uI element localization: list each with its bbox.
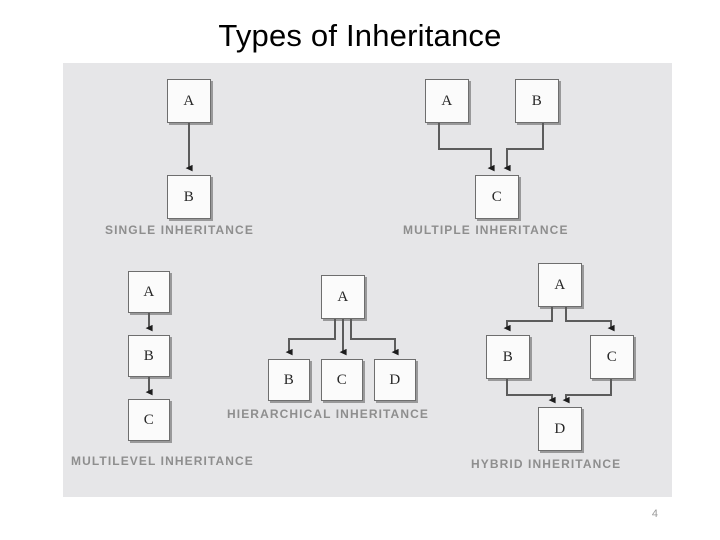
- edge-hierarchical-a-d: [350, 319, 399, 356]
- class-node-b: B: [167, 175, 211, 219]
- edge-hybrid-b-d: [506, 379, 556, 404]
- caption-single-inheritance: SINGLE INHERITANCE: [105, 223, 254, 237]
- class-node-c: C: [128, 399, 170, 441]
- edge-multiple-a-c: [438, 123, 495, 172]
- class-node-a: A: [167, 79, 211, 123]
- caption-hierarchical-inheritance: HIERARCHICAL INHERITANCE: [227, 407, 429, 421]
- edge-hybrid-a-c: [565, 307, 615, 332]
- edge-hybrid-c-d: [562, 379, 612, 404]
- caption-multiple-inheritance: MULTIPLE INHERITANCE: [403, 223, 569, 237]
- class-node-b: B: [486, 335, 530, 379]
- edge-hybrid-a-b: [503, 307, 553, 332]
- class-node-a: A: [321, 275, 365, 319]
- caption-hybrid-inheritance: HYBRID INHERITANCE: [471, 457, 622, 471]
- class-node-b: B: [128, 335, 170, 377]
- class-node-a: A: [538, 263, 582, 307]
- edge-multiple-b-c: [503, 123, 544, 172]
- class-node-d: D: [538, 407, 582, 451]
- page-number: 4: [651, 508, 658, 520]
- inheritance-diagram-panel: A B SINGLE INHERITANCE A B C MULTIPLE IN…: [63, 63, 672, 497]
- edge-hierarchical-a-b: [285, 319, 336, 356]
- class-node-d: D: [374, 359, 416, 401]
- class-node-a: A: [128, 271, 170, 313]
- class-node-a: A: [425, 79, 469, 123]
- page-title: Types of Inheritance: [218, 18, 502, 53]
- class-node-b: B: [268, 359, 310, 401]
- class-node-c: C: [321, 359, 363, 401]
- caption-multilevel-inheritance: MULTILEVEL INHERITANCE: [71, 454, 254, 468]
- class-node-c: C: [475, 175, 519, 219]
- class-node-c: C: [590, 335, 634, 379]
- class-node-b: B: [515, 79, 559, 123]
